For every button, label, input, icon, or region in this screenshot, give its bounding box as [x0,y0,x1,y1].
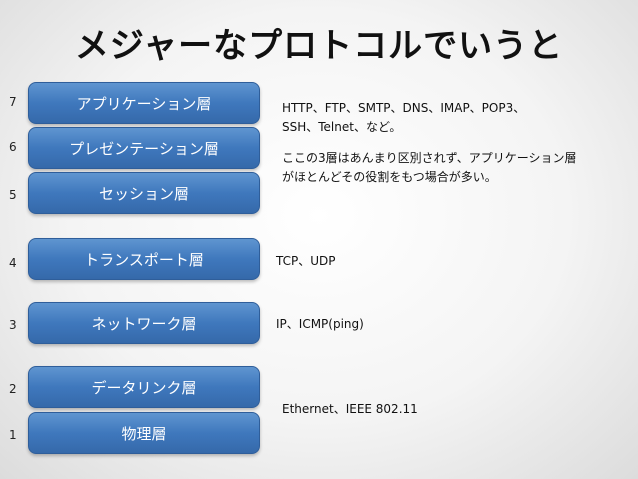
upper-note-line-1: HTTP、FTP、SMTP、DNS、IMAP、POP3、 [282,101,526,115]
layer-number-4: 4 [9,256,17,270]
layer-number-6: 6 [9,140,17,154]
upper-note-line-3: ここの3層はあんまり区別されず、アプリケーション層 [282,151,577,165]
layer-box-transport: トランスポート層 [28,238,260,280]
upper-note-line-4: がほとんどその役割をもつ場合が多い。 [282,170,497,184]
layer-number-3: 3 [9,318,17,332]
upper-layers-note: HTTP、FTP、SMTP、DNS、IMAP、POP3、 SSH、Telnet、… [282,99,577,187]
transport-protocols-note: TCP、UDP [276,254,336,268]
layer-box-presentation: プレゼンテーション層 [28,127,260,169]
layer-box-session: セッション層 [28,172,260,214]
layer-box-network: ネットワーク層 [28,302,260,344]
layer-number-2: 2 [9,382,17,396]
upper-note-line-2: SSH、Telnet、など。 [282,120,402,134]
layer-number-1: 1 [9,428,17,442]
layer-box-physical: 物理層 [28,412,260,454]
slide-title: メジャーなプロトコルでいうと [74,26,564,66]
layer-number-5: 5 [9,188,17,202]
network-protocols-note: IP、ICMP(ping) [276,317,364,331]
lower-layers-note: Ethernet、IEEE 802.11 [282,402,418,416]
layer-box-datalink: データリンク層 [28,366,260,408]
layer-box-application: アプリケーション層 [28,82,260,124]
layer-number-7: 7 [9,95,17,109]
